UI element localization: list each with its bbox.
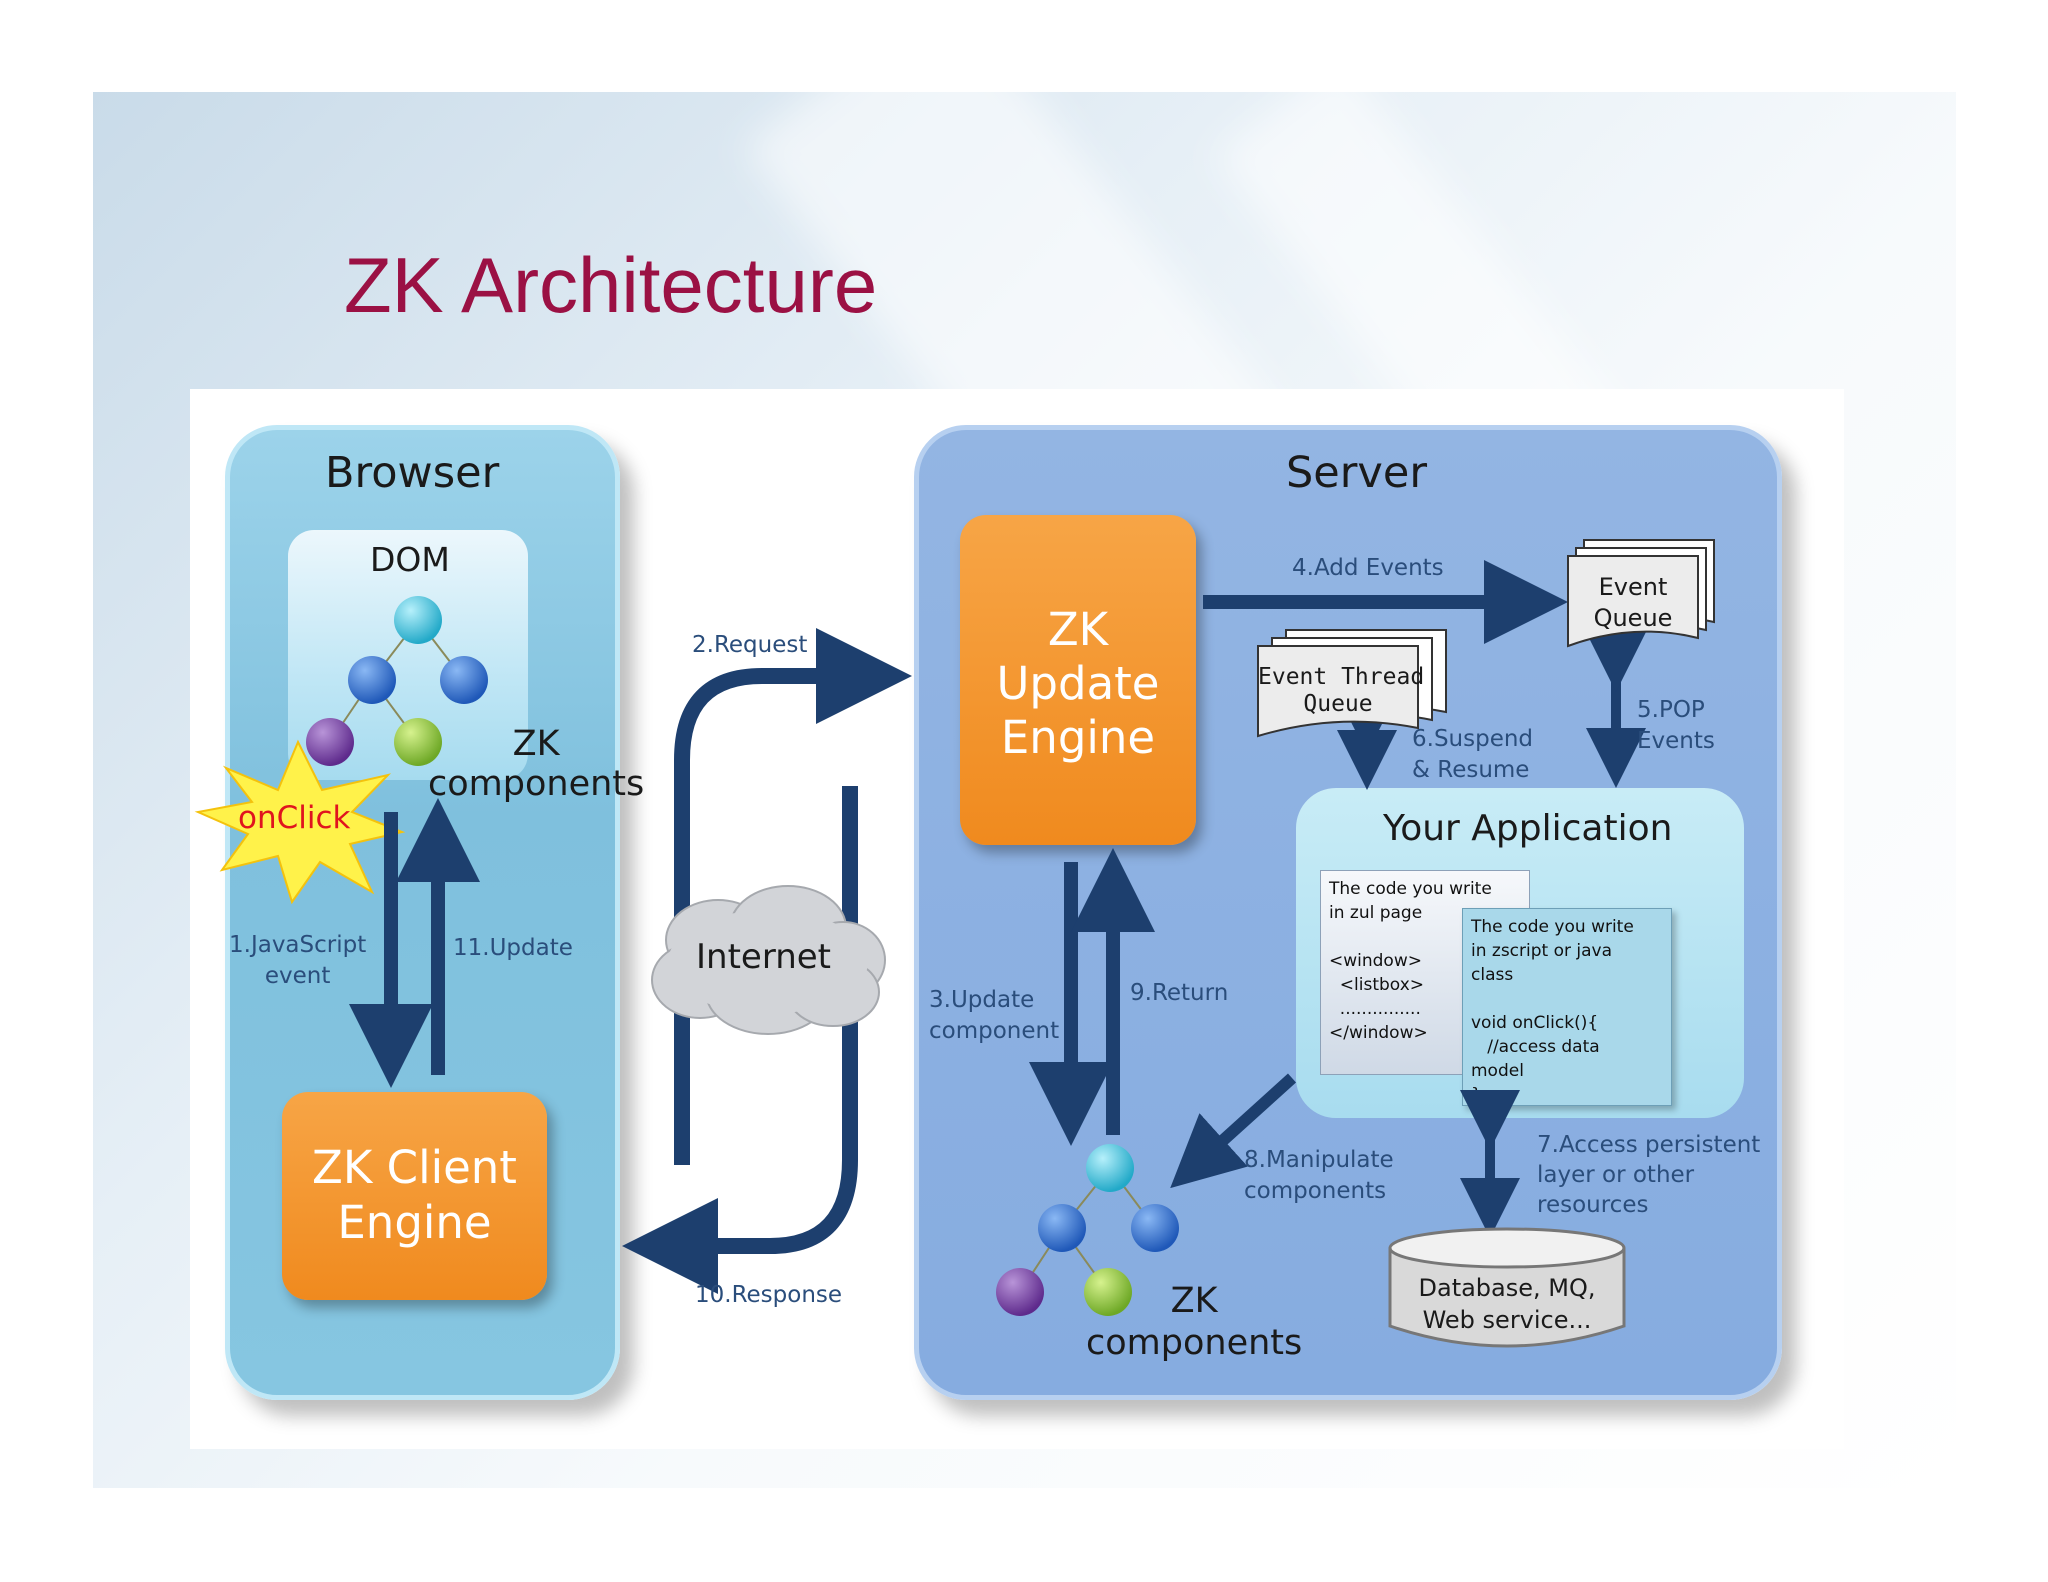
arrow-request bbox=[674, 628, 912, 1165]
internet-cloud-icon bbox=[651, 885, 886, 1035]
database-label: Database, MQ, Web service... bbox=[1418, 1274, 1596, 1334]
arrow-response bbox=[622, 786, 858, 1294]
step-7-access-persistent: 7.Access persistent layer or other resou… bbox=[1537, 1132, 1761, 1218]
onclick-label: onClick bbox=[238, 800, 351, 836]
step-1-javascript-event: 1.JavaScript event bbox=[229, 932, 367, 989]
event-thread-queue-label: Event Thread Queue bbox=[1258, 664, 1425, 717]
zul-code-note: The code you write in zul page <window> … bbox=[1320, 870, 1530, 1075]
step-3-update-component: 3.Update component bbox=[929, 987, 1060, 1044]
step-5-pop-events: 5.POP Events bbox=[1637, 697, 1715, 754]
step-2-request: 2.Request bbox=[692, 632, 808, 658]
zk-update-engine: ZK Update Engine bbox=[960, 515, 1196, 845]
slide-title: ZK Architecture bbox=[344, 241, 878, 329]
step-6-suspend-resume: 6.Suspend & Resume bbox=[1412, 726, 1534, 783]
event-queue-label: Event Queue bbox=[1593, 573, 1673, 632]
database-icon bbox=[1388, 1227, 1626, 1348]
onclick-burst-icon bbox=[194, 739, 406, 905]
step-4-add-events: 4.Add Events bbox=[1292, 555, 1444, 581]
browser-zk-components-label: ZK components bbox=[428, 724, 645, 804]
step-11-update: 11.Update bbox=[453, 935, 573, 961]
browser-label: Browser bbox=[325, 448, 500, 498]
server-label: Server bbox=[1286, 448, 1428, 498]
dom-tree-icon bbox=[306, 596, 488, 766]
step-9-return: 9.Return bbox=[1130, 980, 1229, 1006]
zk-client-engine: ZK Client Engine bbox=[282, 1092, 547, 1300]
arrow-manipulate-components bbox=[1170, 1073, 1297, 1189]
your-application-label: Your Application bbox=[1383, 808, 1673, 849]
event-thread-queue-icon bbox=[1257, 629, 1447, 738]
step-8-manipulate-components: 8.Manipulate components bbox=[1244, 1147, 1394, 1204]
dom-label: DOM bbox=[370, 540, 450, 579]
server-components-tree-icon bbox=[996, 1144, 1179, 1316]
java-code-note: The code you write in zscript or java cl… bbox=[1462, 908, 1672, 1106]
internet-label: Internet bbox=[696, 937, 832, 977]
server-zk-components-label: ZK components bbox=[1086, 1281, 1303, 1363]
event-queue-icon bbox=[1567, 539, 1715, 648]
step-10-response: 10.Response bbox=[695, 1282, 843, 1308]
